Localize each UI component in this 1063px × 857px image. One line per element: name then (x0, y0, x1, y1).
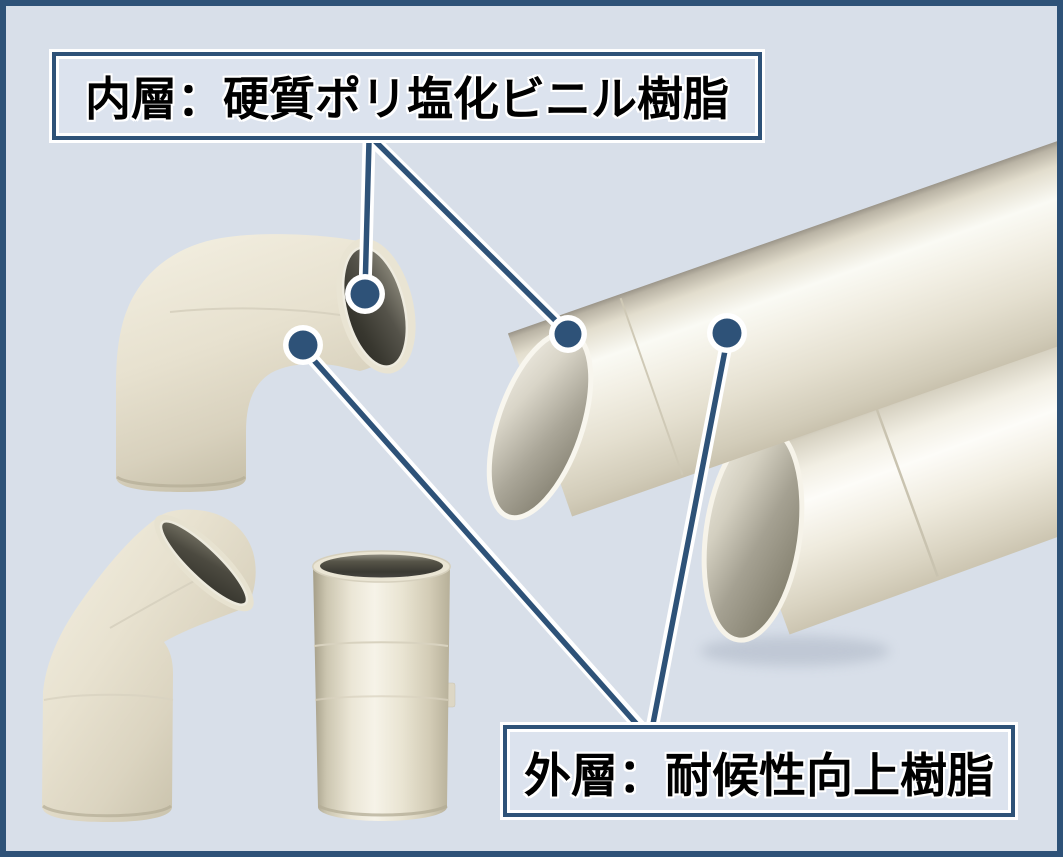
upper-pipe-bottom-shadow (575, 288, 1063, 520)
coupling-bore (320, 554, 443, 578)
callout-dots (283, 274, 747, 365)
coupling-body (313, 566, 450, 821)
upper-pipe (486, 108, 1063, 521)
callout-label-inner-layer: 内層：硬質ポリ塩化ビニル樹脂 (52, 52, 762, 140)
leader-line-cores (300, 138, 731, 732)
leader-lines (296, 135, 735, 735)
dot-elbow-90-surface (288, 330, 318, 360)
upper-pipe-socket-seam (619, 297, 684, 476)
elbow-45-bottom-edge (42, 804, 172, 818)
inner-layer-label-text: 内層：硬質ポリ塩化ビニル樹脂 (85, 72, 729, 126)
coupling-bottom-edge (318, 804, 448, 817)
elbow-90-socket-seam (169, 307, 349, 317)
outer-layer-label-text: 外層：耐候性向上樹脂 (524, 748, 994, 804)
elbow-45-fitting (42, 509, 256, 822)
elbow-90-body (116, 234, 411, 492)
elbow-90-fitting (116, 234, 416, 492)
elbow-45-leg-seam (43, 693, 174, 701)
elbow-90-bottom-edge (116, 475, 246, 488)
coupling-seam-lower (314, 695, 449, 701)
dot-elbow-90-bore (350, 279, 380, 309)
leader-inner-to-pipe (372, 138, 569, 334)
dot-lower-pipe-surface (712, 318, 742, 348)
leader-outer-from-pipe (649, 332, 731, 732)
dot-upper-pipe-bore (554, 320, 582, 348)
straight-coupling (312, 550, 456, 821)
dot-cores (288, 279, 742, 360)
coupling-seam-upper (313, 641, 449, 647)
callout-label-outer-layer: 外層：耐候性向上樹脂 (503, 725, 1015, 817)
upper-pipe-body (507, 108, 1063, 517)
elbow-45-bore (159, 520, 249, 606)
lower-pipe-body (716, 200, 1063, 635)
leader-inner-to-elbow (362, 138, 372, 295)
lower-pipe-shadow (700, 636, 890, 666)
lower-pipe-socket-seam (866, 382, 939, 577)
leader-outer-from-elbow (300, 345, 644, 732)
